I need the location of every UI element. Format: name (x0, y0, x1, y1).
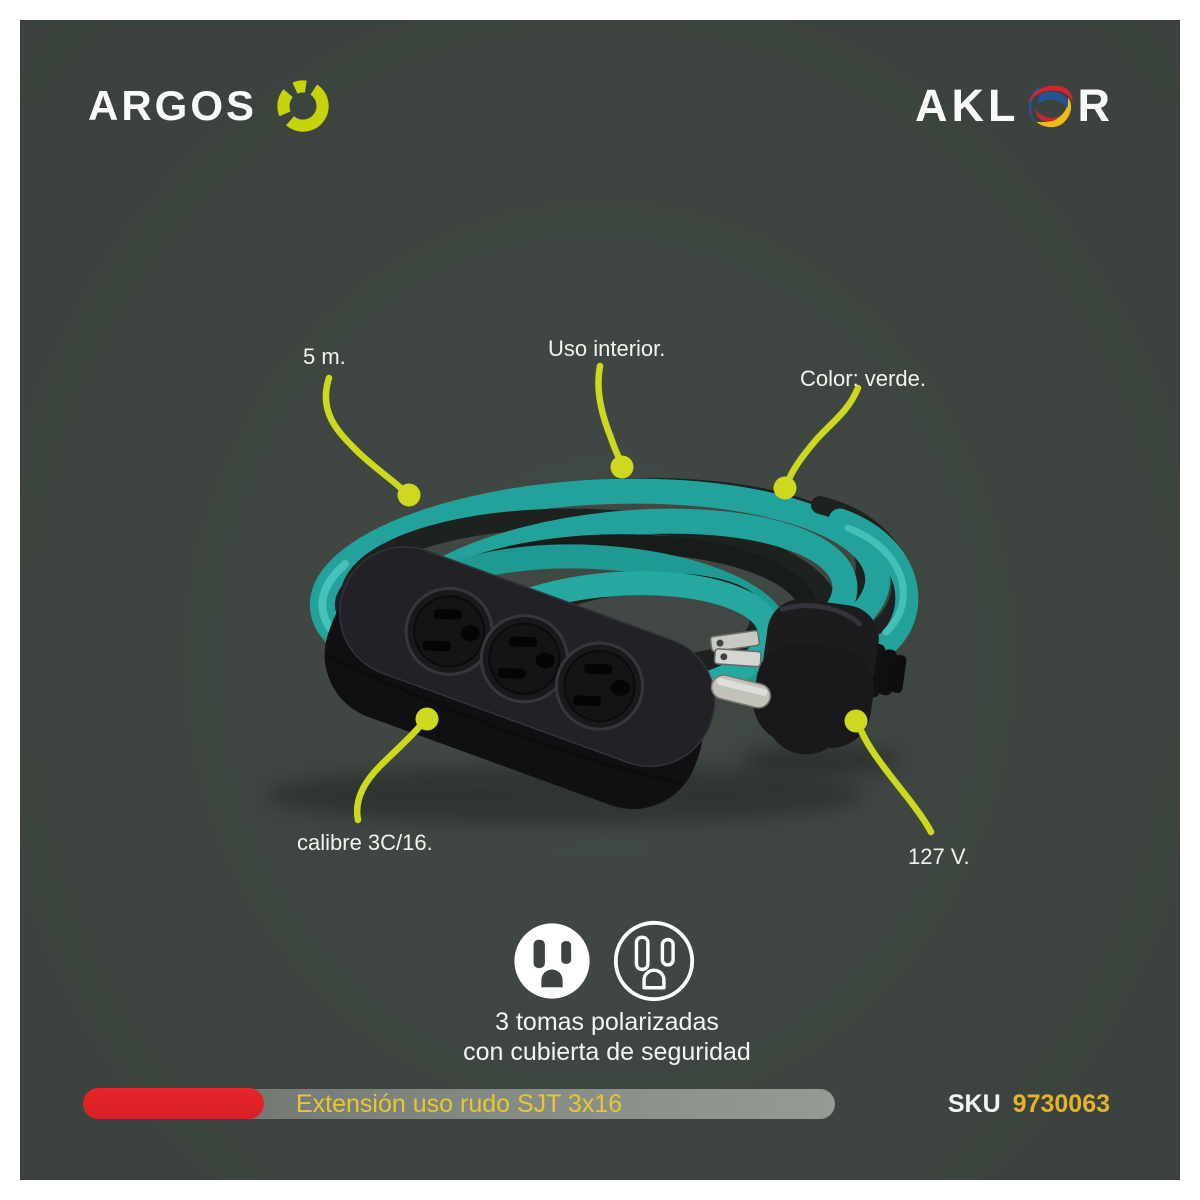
outlet-filled-icon (514, 923, 590, 999)
brand-aklor-text-post: R (1077, 80, 1114, 131)
feature-caption-line1: 3 tomas polarizadas (495, 1008, 719, 1036)
callout-length-label: 5 m. (303, 344, 346, 369)
brand-argos-text: ARGOS (88, 82, 258, 129)
callout-gauge-label: calibre 3C/16. (297, 830, 433, 855)
callout-color-label: Color: verde. (800, 366, 926, 391)
callout-line-indoor-use (595, 362, 634, 479)
callout-voltage-label: 127 V. (908, 844, 970, 869)
plug-blade-1 (709, 629, 761, 653)
aklor-globe-icon (1027, 85, 1073, 128)
plug (709, 599, 907, 755)
brand-aklor-text-pre: AKL (915, 80, 1020, 131)
callout-line-voltage (844, 709, 935, 836)
feature-caption-line2: con cubierta de seguridad (463, 1038, 751, 1066)
sku: SKU 9730063 (948, 1089, 1110, 1119)
brand-argos: ARGOS (88, 78, 331, 134)
product-illustration (265, 362, 935, 836)
product-shadow (265, 744, 900, 825)
socket-2 (479, 614, 569, 704)
outlet-outline-icon (613, 920, 695, 1002)
sku-label: SKU (947, 1090, 1001, 1118)
plug-blade-2 (713, 648, 762, 668)
power-strip (324, 546, 716, 810)
background-panel: ARGOS AKL R 5 m. Uso interior. Color: ve… (20, 20, 1180, 1180)
brand-aklor: AKL R (915, 78, 1114, 134)
product-name-label: Extensión uso rudo SJT 3x16 (296, 1090, 623, 1118)
red-pill-accent (83, 1088, 264, 1119)
socket-3 (555, 641, 645, 731)
sku-value: 9730063 (1012, 1090, 1110, 1118)
callout-indoor-use-label: Uso interior. (548, 336, 666, 361)
callout-line-gauge (353, 707, 439, 824)
callout-line-color (773, 384, 862, 500)
product-name-bar: Extensión uso rudo SJT 3x16 (83, 1088, 835, 1119)
callout-line-length (322, 374, 421, 507)
callout-lines (322, 362, 935, 836)
argos-ring-icon (277, 80, 329, 132)
plug-ground-pin (710, 674, 772, 709)
